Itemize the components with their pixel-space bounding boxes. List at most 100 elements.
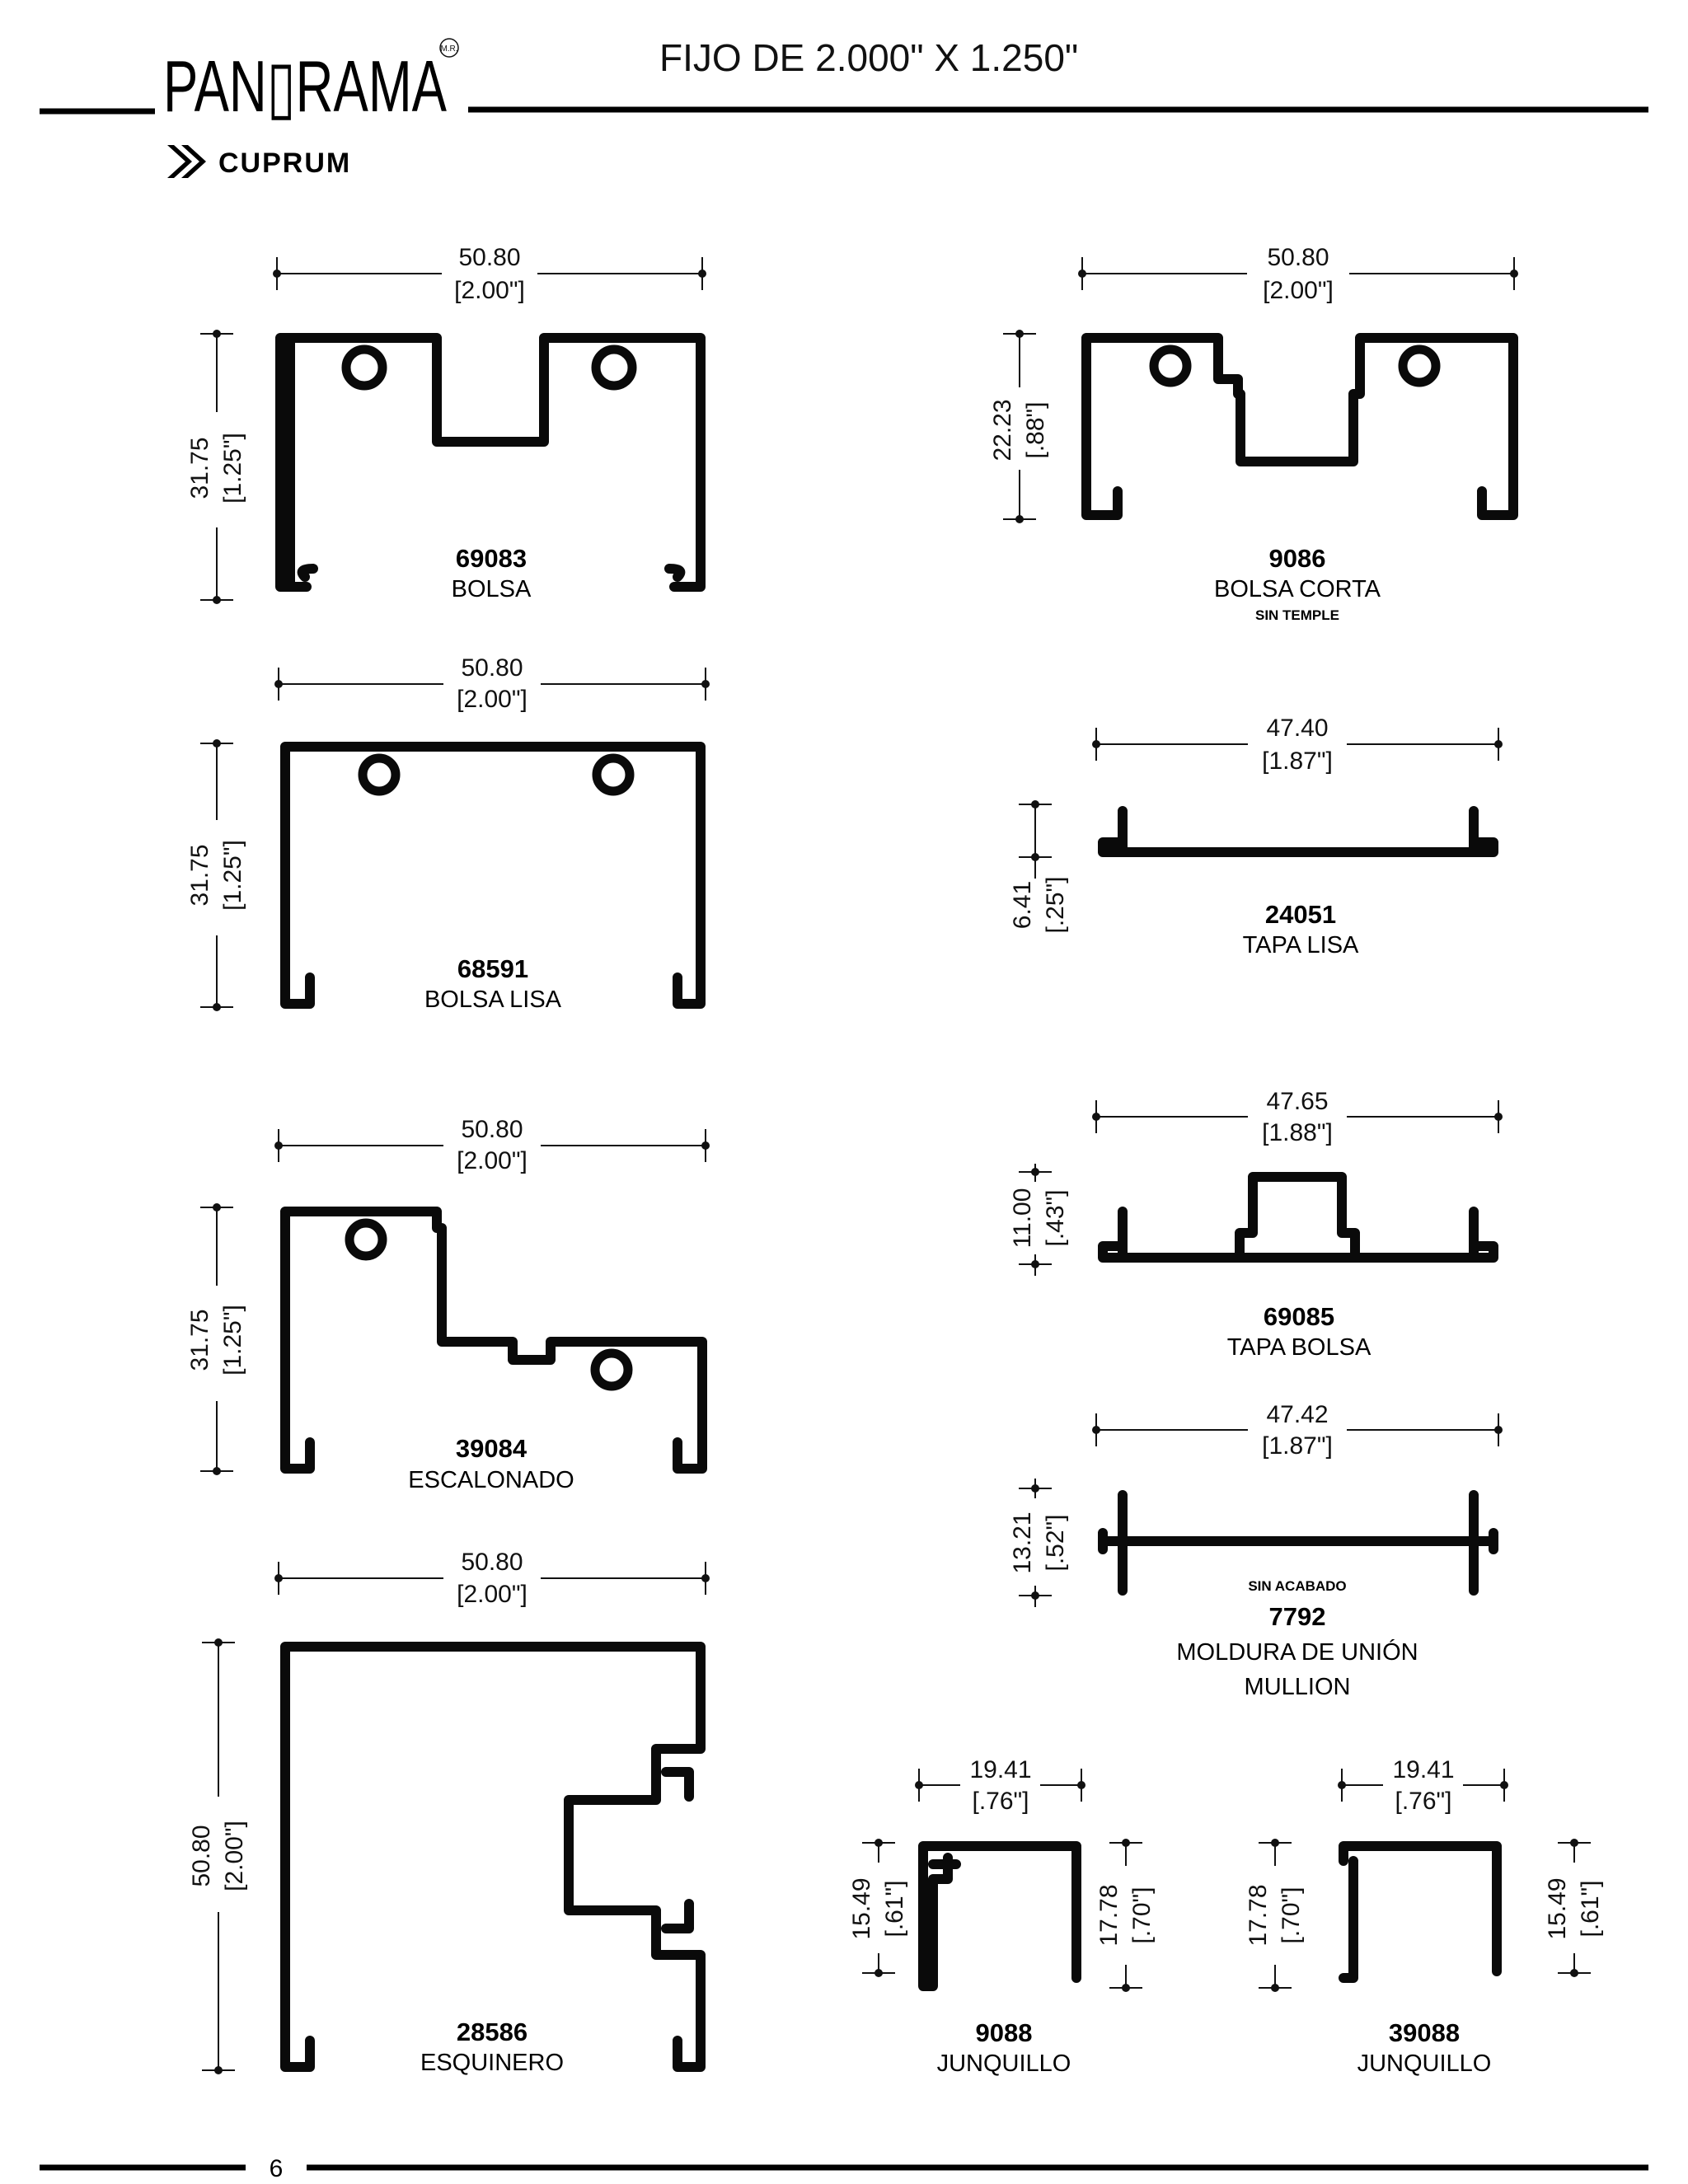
cuprum-chevron-icon [167,145,192,178]
svg-text:[.70"]: [.70"] [1128,1886,1156,1943]
width-dimension-68591: 50.80 [2.00"] [274,654,710,713]
width-dimension-69085: 47.65 [1.88"] [1092,1088,1503,1146]
section-39088 [1339,1841,1502,1983]
svg-text:[.52"]: [.52"] [1042,1514,1069,1571]
profile-name: BOLSA CORTA [1214,576,1381,602]
profile-69083: 50.80 [2.00"] 31.75 [1.25"] 69083 BOLSA [186,244,706,604]
height-dimension-2-9088: 17.78 [.70"] [1095,1839,1156,1992]
height-dimension-24051: 6.41 [.25"] [1009,800,1069,934]
height-dimension-28586: 50.80 [2.00"] [188,1638,248,2074]
svg-text:31.75: 31.75 [186,1309,213,1371]
svg-text:15.49: 15.49 [848,1877,875,1939]
height-dimension-39088: 17.78 [.70"] [1245,1839,1305,1992]
svg-text:50.80: 50.80 [1267,244,1329,271]
svg-text:50.80: 50.80 [188,1825,215,1886]
svg-text:[2.00"]: [2.00"] [454,277,525,304]
svg-text:[.76"]: [.76"] [1395,1788,1451,1815]
svg-text:15.49: 15.49 [1544,1877,1571,1939]
width-dimension-69083: 50.80 [2.00"] [273,244,706,304]
height-dimension-9086: 22.23 [.88"] [989,330,1049,523]
height-dimension-68591: 31.75 [1.25"] [186,739,246,1011]
section-69083 [275,333,706,592]
svg-text:[.61"]: [.61"] [1577,1880,1604,1937]
svg-text:31.75: 31.75 [186,437,213,499]
svg-text:[1.25"]: [1.25"] [219,1305,246,1376]
height-dimension-7792: 13.21 [.52"] [1009,1479,1069,1607]
profile-39084: 50.80 [2.00"] 31.75 [1.25"] 39084 ESCALO… [186,1116,710,1493]
page-title: FIJO DE 2.000" X 1.250" [659,36,1078,79]
svg-text:[.43"]: [.43"] [1042,1189,1069,1246]
section-68591 [280,742,706,1009]
profile-name: TAPA LISA [1243,932,1359,958]
svg-text:17.78: 17.78 [1245,1884,1272,1946]
svg-text:11.00: 11.00 [1009,1188,1036,1249]
section-7792 [1098,1490,1498,1596]
profile-9086: 50.80 [2.00"] 22.23 [.88"] 9086 BOLSA CO… [989,244,1518,623]
header: PAN▯RAMA M.R. FIJO DE 2.000" X 1.250" CU… [40,36,1648,179]
page-number: 6 [270,2155,284,2182]
cuprum-logo: CUPRUM [167,145,351,179]
svg-text:[1.25"]: [1.25"] [219,840,246,911]
width-dimension-28586: 50.80 [2.00"] [274,1549,710,1608]
svg-text:[1.25"]: [1.25"] [219,433,246,504]
svg-text:[.76"]: [.76"] [972,1788,1029,1815]
registered-mark [439,38,459,58]
svg-text:[.61"]: [.61"] [881,1880,908,1937]
profile-name-secondary: MULLION [1245,1674,1351,1700]
profile-code: 24051 [1265,900,1336,929]
section-28586 [280,1642,706,2072]
cuprum-logo-text: CUPRUM [218,148,351,179]
profile-name: JUNQUILLO [937,2050,1071,2077]
profile-name: ESQUINERO [420,2050,564,2076]
svg-text:[2.00"]: [2.00"] [457,1147,528,1174]
profile-name: JUNQUILLO [1357,2050,1492,2077]
profile-name: BOLSA LISA [424,987,562,1013]
profile-7792: 47.42 [1.87"] 13.21 [.52"] SIN ACABADO 7… [1009,1401,1503,1700]
svg-text:[.25"]: [.25"] [1042,876,1069,933]
profile-69085: 47.65 [1.88"] 11.00 [.43"] 69085 TAPA BO… [1009,1088,1503,1361]
profile-24051: 47.40 [1.87"] 6.41 [.25"] 24051 TAPA LIS… [1009,715,1503,958]
section-69085 [1098,1172,1498,1263]
profile-code: 69083 [456,544,527,573]
svg-text:50.80: 50.80 [461,1116,523,1143]
height-dimension-39084: 31.75 [1.25"] [186,1203,246,1475]
svg-text:[1.87"]: [1.87"] [1262,748,1333,775]
svg-text:[1.88"]: [1.88"] [1262,1119,1333,1146]
svg-text:[.70"]: [.70"] [1278,1886,1305,1943]
section-39084 [280,1207,707,1474]
brand-wordmark: PAN▯RAMA [163,45,447,127]
height-dimension-2-39088: 15.49 [.61"] [1544,1839,1604,1977]
profile-code: 7792 [1269,1602,1326,1631]
profile-code: 68591 [457,954,528,983]
svg-text:47.42: 47.42 [1266,1401,1328,1428]
width-dimension-7792: 47.42 [1.87"] [1092,1401,1503,1460]
section-9086 [1081,333,1518,520]
svg-text:[2.00"]: [2.00"] [1263,277,1334,304]
height-dimension-69083: 31.75 [1.25"] [186,330,246,604]
profile-name: ESCALONADO [408,1467,574,1493]
svg-text:[2.00"]: [2.00"] [457,1581,528,1608]
profile-note: SIN TEMPLE [1255,607,1339,623]
profile-code: 9086 [1269,544,1326,573]
profile-name: BOLSA [452,576,532,602]
profile-code: 39084 [456,1434,528,1463]
svg-text:[2.00"]: [2.00"] [457,686,528,713]
svg-text:13.21: 13.21 [1009,1511,1036,1573]
svg-text:31.75: 31.75 [186,844,213,906]
width-dimension-39084: 50.80 [2.00"] [274,1116,710,1174]
svg-text:50.80: 50.80 [458,244,520,271]
svg-text:[1.87"]: [1.87"] [1262,1432,1333,1460]
width-dimension-39088: 19.41 [.76"] [1338,1756,1508,1815]
width-dimension-9088: 19.41 [.76"] [915,1756,1085,1815]
section-24051 [1098,806,1498,857]
profile-39088: 19.41 [.76"] 17.78 [.70"] 15.49 [.61"] 3… [1245,1756,1604,2077]
svg-text:22.23: 22.23 [989,399,1016,461]
profile-code: 9088 [976,2018,1033,2047]
svg-text:19.41: 19.41 [969,1756,1031,1783]
profile-9088: 19.41 [.76"] 15.49 [.61"] 17.78 [.70"] 9… [848,1756,1156,2077]
registered-mark-text: M.R. [440,45,457,54]
profile-28586: 50.80 [2.00"] 50.80 [2.00"] 28586 ESQUIN… [188,1549,710,2076]
svg-text:50.80: 50.80 [461,1549,523,1576]
profile-name: MOLDURA DE UNIÓN [1176,1638,1418,1666]
